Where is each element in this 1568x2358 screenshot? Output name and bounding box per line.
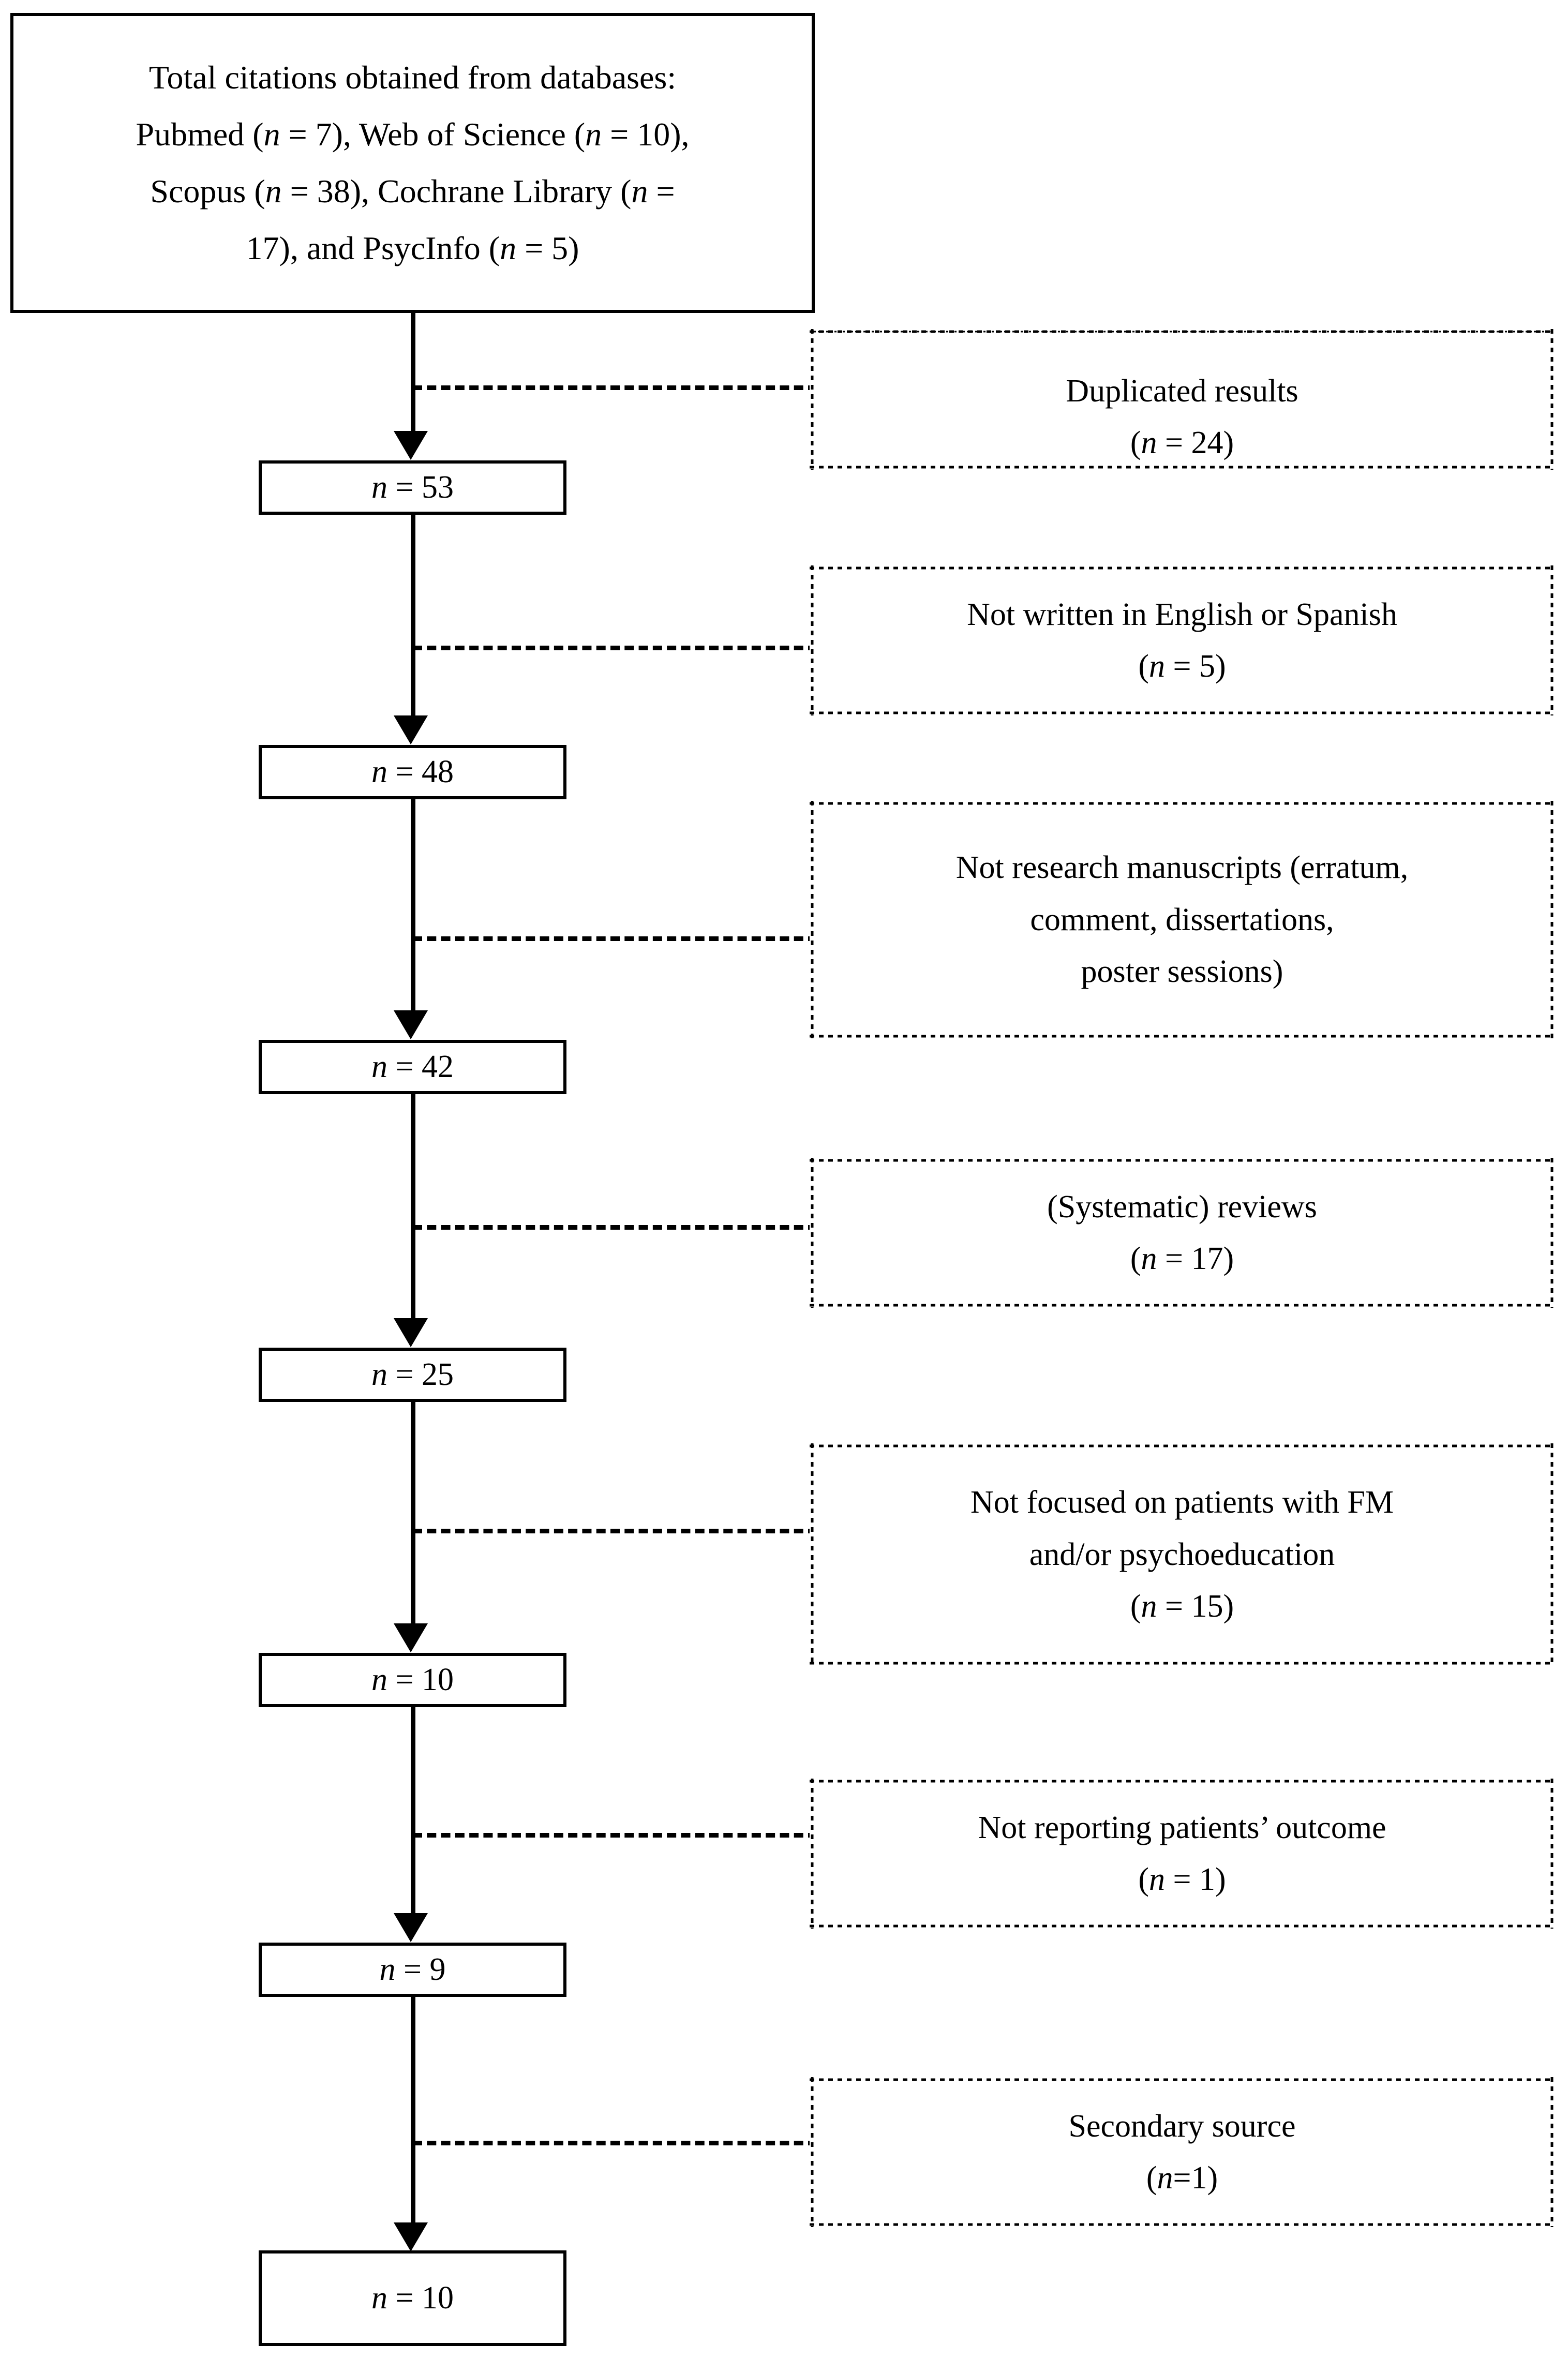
stage-box-9: n = 9 bbox=[259, 1943, 566, 1997]
exclusion-text-language: Not written in English or Spanish (n = 5… bbox=[810, 589, 1555, 693]
exclusion-reason-no-outcome: Not reporting patients’ outcome bbox=[978, 1810, 1386, 1845]
connector-arrow-1 bbox=[394, 715, 428, 744]
exclusion-box-no-outcome: Not reporting patients’ outcome (n = 1) bbox=[810, 1779, 1555, 1929]
exclusion-box-secondary: Secondary source (n=1) bbox=[810, 2077, 1555, 2227]
stage-box-53: n = 53 bbox=[259, 460, 566, 515]
connector-line-3 bbox=[411, 1094, 415, 1319]
stage-box-42: n = 42 bbox=[259, 1040, 566, 1094]
stage-box-48: n = 48 bbox=[259, 745, 566, 799]
exclusion-box-not-research: Not research manuscripts (erratum, comme… bbox=[810, 801, 1555, 1039]
exclusion-text-not-research: Not research manuscripts (erratum, comme… bbox=[810, 842, 1555, 997]
stage-label-10: n = 10 bbox=[371, 1662, 454, 1698]
connector-line-2 bbox=[411, 799, 415, 1011]
exclusion-connector-3 bbox=[413, 1225, 817, 1230]
connector-line-4 bbox=[411, 1402, 415, 1624]
source-line-1: Total citations obtained from databases: bbox=[148, 58, 677, 96]
connector-line-5 bbox=[411, 1707, 415, 1914]
connector-arrow-2 bbox=[394, 1010, 428, 1039]
exclusion-reason-duplicated: Duplicated results bbox=[1066, 373, 1298, 409]
stage-box-25: n = 25 bbox=[259, 1348, 566, 1402]
connector-arrow-4 bbox=[394, 1623, 428, 1652]
exclusion-text-reviews: (Systematic) reviews (n = 17) bbox=[810, 1181, 1555, 1285]
exclusion-text-duplicated: Duplicated results (n = 24) bbox=[810, 365, 1555, 469]
exclusion-reason-line-2: and/or psychoeducation bbox=[1029, 1536, 1335, 1572]
exclusion-box-not-focused: Not focused on patients with FM and/or p… bbox=[810, 1443, 1555, 1666]
exclusion-count-language: (n = 5) bbox=[1138, 649, 1226, 684]
stage-label-42: n = 42 bbox=[371, 1049, 454, 1085]
source-line-3: Scopus (n = 38), Cochrane Library (n = bbox=[150, 173, 675, 210]
exclusion-connector-1 bbox=[413, 646, 817, 650]
connector-arrow-3 bbox=[394, 1318, 428, 1347]
connector-arrow-5 bbox=[394, 1913, 428, 1942]
exclusion-text-no-outcome: Not reporting patients’ outcome (n = 1) bbox=[810, 1802, 1555, 1906]
connector-line-0 bbox=[411, 313, 415, 432]
connector-arrow-0 bbox=[394, 431, 428, 460]
stage-label-53: n = 53 bbox=[371, 470, 454, 505]
exclusion-reason-line-1: Not research manuscripts (erratum, bbox=[955, 850, 1409, 886]
stage-label-48: n = 48 bbox=[371, 754, 454, 790]
exclusion-count-duplicated: (n = 24) bbox=[1130, 425, 1234, 460]
exclusion-connector-0 bbox=[413, 385, 817, 390]
exclusion-count-secondary: (n=1) bbox=[1146, 2160, 1218, 2196]
connector-arrow-6 bbox=[394, 2222, 428, 2251]
exclusion-reason-reviews: (Systematic) reviews bbox=[1047, 1189, 1317, 1225]
exclusion-connector-2 bbox=[413, 936, 817, 941]
exclusion-reason-secondary: Secondary source bbox=[1068, 2108, 1296, 2144]
exclusion-text-secondary: Secondary source (n=1) bbox=[810, 2100, 1555, 2204]
exclusion-box-duplicated: Duplicated results (n = 24) bbox=[810, 329, 1555, 470]
exclusion-connector-6 bbox=[413, 2141, 817, 2145]
exclusion-reason-line-2: comment, dissertations, bbox=[1030, 902, 1334, 937]
connector-line-6 bbox=[411, 1997, 415, 2225]
exclusion-count-not-focused: (n = 15) bbox=[1130, 1589, 1234, 1624]
connector-line-1 bbox=[411, 515, 415, 717]
exclusion-connector-4 bbox=[413, 1529, 817, 1533]
exclusion-text-not-focused: Not focused on patients with FM and/or p… bbox=[810, 1476, 1555, 1632]
exclusion-reason-line-1: Not focused on patients with FM bbox=[970, 1485, 1394, 1520]
stage-box-final-10: n = 10 bbox=[259, 2250, 566, 2346]
exclusion-reason-language: Not written in English or Spanish bbox=[967, 596, 1397, 632]
stage-box-10: n = 10 bbox=[259, 1653, 566, 1707]
stage-label-9: n = 9 bbox=[379, 1952, 446, 1988]
exclusion-box-language: Not written in English or Spanish (n = 5… bbox=[810, 565, 1555, 715]
exclusion-connector-5 bbox=[413, 1833, 817, 1838]
source-line-4: 17), and PsycInfo (n = 5) bbox=[246, 230, 579, 267]
stage-label-25: n = 25 bbox=[371, 1357, 454, 1393]
stage-label-final-10: n = 10 bbox=[371, 2280, 454, 2316]
exclusion-reason-line-3: poster sessions) bbox=[1081, 954, 1283, 990]
exclusion-box-reviews: (Systematic) reviews (n = 17) bbox=[810, 1158, 1555, 1308]
exclusion-count-reviews: (n = 17) bbox=[1130, 1241, 1234, 1276]
source-citations-box: Total citations obtained from databases:… bbox=[10, 13, 815, 313]
source-line-2: Pubmed (n = 7), Web of Science (n = 10), bbox=[136, 115, 690, 153]
exclusion-count-no-outcome: (n = 1) bbox=[1138, 1862, 1226, 1897]
source-citations-text: Total citations obtained from databases:… bbox=[126, 49, 698, 277]
